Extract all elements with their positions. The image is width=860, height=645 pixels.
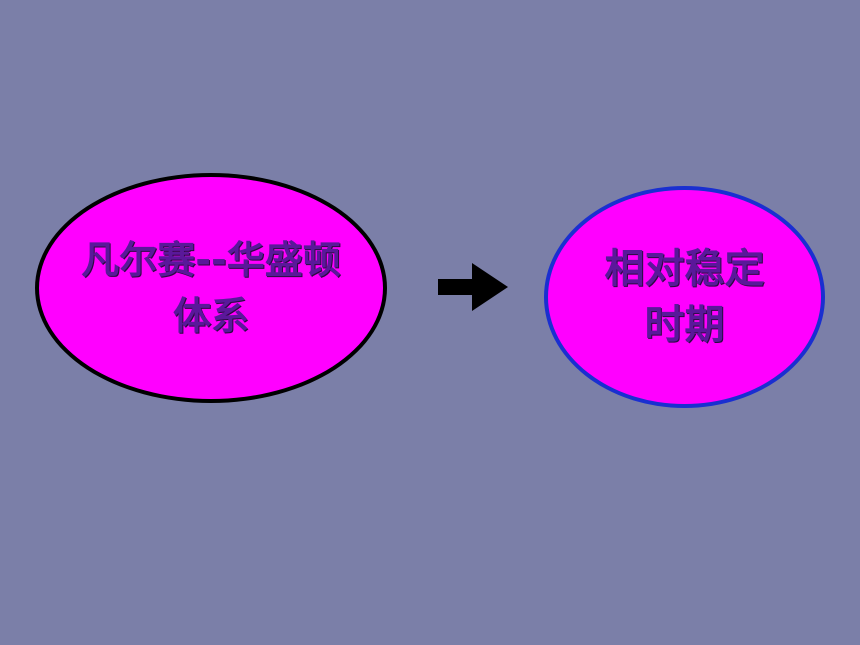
right-arrow-icon xyxy=(438,263,508,311)
node-label-line-2: 体系 xyxy=(172,294,249,338)
node-label-line-1: 相对稳定 xyxy=(604,246,765,292)
node-relative-stability-period: 相对稳定 时期 xyxy=(544,186,825,408)
node-label-line-2: 时期 xyxy=(644,302,725,348)
node-versailles-washington-system: 凡尔赛--华盛顿 体系 xyxy=(35,173,387,403)
node-label-line-1: 凡尔赛--华盛顿 xyxy=(81,238,341,282)
